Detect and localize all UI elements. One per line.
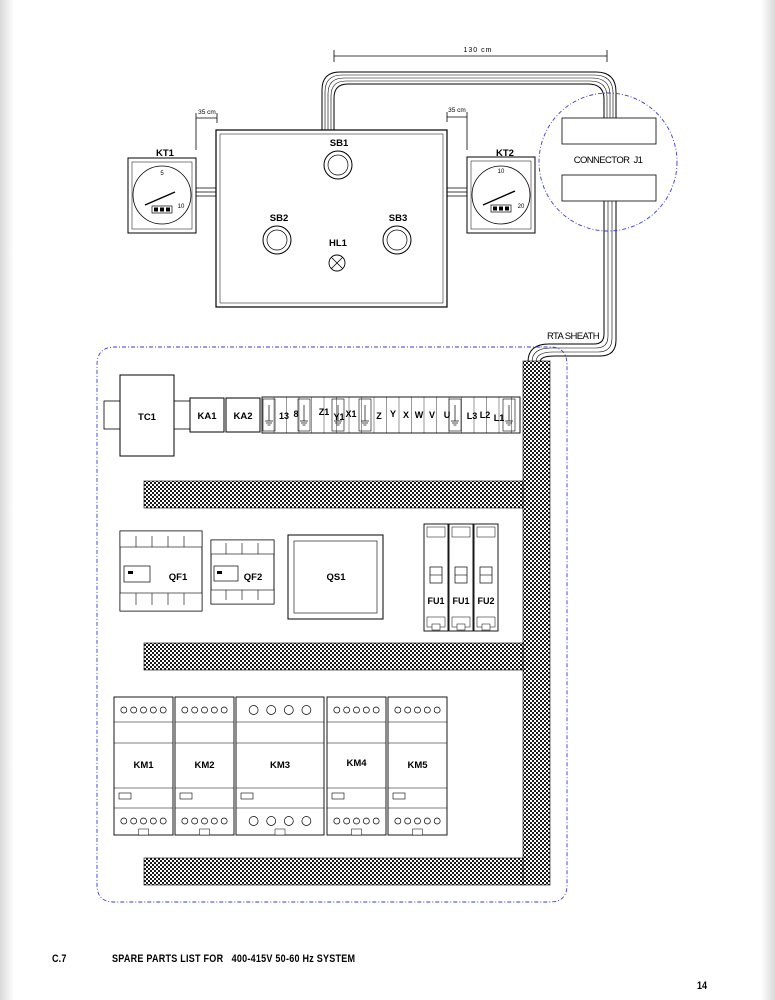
fuse-holder: FU1 [448, 523, 474, 632]
terminal-label: W [415, 410, 424, 420]
ka1-label: KA1 [197, 411, 217, 422]
kt2-contacts-icon [490, 204, 512, 213]
sb2-label: SB2 [270, 213, 288, 224]
terminal-label: L3 [467, 411, 478, 421]
dimension-top: 130 cm [333, 47, 608, 62]
qs1-switch: QS1 [287, 534, 384, 620]
connector-j1-label: CONNECTOR J1 [574, 155, 643, 166]
sb3-label: SB3 [389, 213, 407, 224]
earth-terminal-icon [502, 398, 516, 432]
earth-terminal-icon [331, 398, 345, 432]
contactor-label: KM2 [194, 760, 214, 771]
earth-terminal-icon [358, 398, 372, 432]
earth-terminal-icon [297, 398, 311, 432]
cable-bundle [321, 71, 617, 363]
contactor-label: KM4 [346, 758, 367, 769]
fuse-group: FU1 FU1 FU2 [423, 523, 499, 632]
dimension-right-label: 35 cm [448, 107, 466, 114]
kt1-timer: KT1 5 10 [127, 148, 216, 234]
qs1-label: QS1 [326, 572, 346, 583]
terminal-label: Y1 [333, 412, 344, 422]
fuse-label: FU2 [477, 596, 494, 606]
earth-terminal-icon [448, 398, 462, 432]
contactor: KM5 [387, 696, 448, 836]
tc1-transformer: TC1 [103, 374, 191, 457]
contactor-label: KM1 [133, 760, 154, 771]
terminal-label: L1 [494, 413, 505, 423]
kt2-scale-min: 10 [498, 169, 505, 175]
kt2-scale-max: 20 [518, 204, 525, 210]
qf2-label: QF2 [244, 572, 262, 583]
hl1-label: HL1 [329, 238, 348, 249]
dimension-top-label: 130 cm [464, 47, 493, 54]
horizontal-duct-3 [143, 857, 524, 886]
terminal-label: Z [376, 411, 382, 421]
fuse-label: FU1 [452, 596, 469, 606]
terminal-label: V [429, 410, 435, 420]
hl1-lamp-icon [328, 254, 346, 272]
contactor: KM3 [235, 696, 325, 836]
tc1-label: TC1 [138, 412, 157, 423]
vertical-duct [522, 360, 551, 886]
contactor: KM2 [174, 696, 235, 836]
terminal-label: Y [390, 409, 396, 419]
connector-j1: CONNECTOR J1 [538, 92, 678, 232]
contactor-label: KM5 [407, 760, 428, 771]
fuse-holder: FU2 [473, 523, 499, 632]
terminal-label: X [403, 410, 409, 420]
terminal-label: U [444, 410, 451, 420]
kt2-label: KT2 [496, 148, 514, 159]
qf1-breaker: QF1 [119, 530, 203, 612]
qf1-label: QF1 [169, 572, 188, 583]
page-number: 14 [697, 980, 708, 992]
terminal-label: Z1 [319, 407, 330, 417]
dimension-left: 35 cm [195, 109, 218, 150]
terminal-label: X1 [345, 409, 356, 419]
page-title: SPARE PARTS LIST FOR 400-415V 50-60 Hz S… [112, 953, 356, 965]
fuse-holder: FU1 [423, 523, 449, 632]
terminal-label: 13 [279, 411, 289, 421]
ka1-relay: KA1 [189, 397, 225, 433]
kt1-scale-max: 10 [178, 204, 185, 210]
dimension-left-label: 35 cm [198, 109, 216, 116]
horizontal-duct-1 [143, 480, 524, 509]
dimension-right: 35 cm [446, 107, 468, 150]
kt2-timer: KT2 10 20 [447, 148, 536, 234]
kt1-scale-min: 5 [160, 171, 164, 177]
contactor-group: KM1 KM2 KM3 KM4 KM5 [113, 696, 448, 836]
section-number: C.7 [52, 953, 67, 965]
sb1-label: SB1 [330, 138, 349, 149]
kt1-contacts-icon [151, 205, 173, 214]
door-panel: SB1 SB2 SB3 HL1 [215, 129, 448, 308]
earth-terminal-icon [262, 398, 276, 432]
qf2-breaker: QF2 [210, 539, 275, 605]
terminal-label: L2 [480, 410, 491, 420]
rta-sheath-label: RTA SHEATH [547, 331, 600, 342]
contactor-label: KM3 [270, 760, 290, 771]
contactor: KM4 [326, 696, 387, 836]
wire-ducts [143, 360, 551, 886]
terminal-label: 8 [293, 409, 298, 419]
contactor: KM1 [113, 696, 174, 836]
ka2-label: KA2 [233, 411, 252, 422]
panel-enclosure [96, 346, 568, 903]
horizontal-duct-2 [143, 642, 524, 671]
kt1-label: KT1 [156, 148, 175, 159]
fuse-label: FU1 [427, 596, 444, 606]
ka2-relay: KA2 [225, 397, 261, 433]
